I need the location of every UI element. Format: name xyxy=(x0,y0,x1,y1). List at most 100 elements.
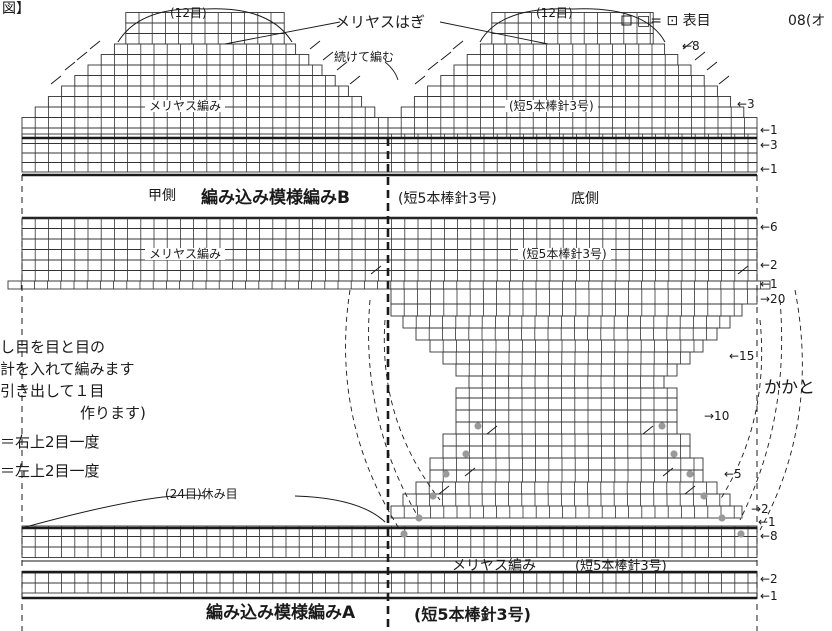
make-one-dot-6 xyxy=(429,492,437,500)
heel-row-2 xyxy=(402,315,731,329)
heel-row-8-cols xyxy=(468,388,668,398)
graft-leader-r xyxy=(439,21,549,45)
upper-band-2 xyxy=(21,152,758,163)
top-left-count: (12目) xyxy=(170,6,207,20)
heel-row-13-cols xyxy=(455,446,681,458)
upper-band-3-cols xyxy=(34,162,749,172)
middle-5 xyxy=(21,270,758,282)
toe-left-row-6 xyxy=(87,64,323,76)
dec-right-note: ＝右上2目一度 xyxy=(0,433,100,451)
band-a-1 xyxy=(21,582,758,594)
heel-row-6 xyxy=(455,363,678,377)
toe-left-row-8-cols xyxy=(127,44,287,55)
heel-row-18-cols xyxy=(403,506,735,518)
row-mark-1a: ←1 xyxy=(760,123,778,137)
decrease-mark-1 xyxy=(64,61,76,71)
make-one-dot-2 xyxy=(462,450,470,458)
toe-left-row-11-cols xyxy=(138,12,272,23)
decrease-mark-3 xyxy=(89,40,101,50)
decrease-mark-11 xyxy=(452,40,464,50)
band-a-0 xyxy=(21,572,758,584)
upper-band-2-cols xyxy=(34,153,749,163)
note-line-4: 作ります) xyxy=(80,404,146,422)
pattern-b-label: 編み込み模様編みB xyxy=(201,188,350,208)
heel-row-5-cols xyxy=(455,352,681,364)
toe-left-row-5 xyxy=(74,75,336,87)
middle-right-needle: (短5本棒針3号) xyxy=(518,248,611,260)
heel-row-2-cols xyxy=(415,316,721,328)
decrease-mark-15 xyxy=(682,40,694,50)
heel-row-18 xyxy=(390,505,743,519)
pattern-b-needle: (短5本棒針3号) xyxy=(398,191,497,207)
upper-band-3 xyxy=(21,162,758,173)
middle-1-cols xyxy=(34,228,749,239)
heel-label: かかと xyxy=(764,378,815,398)
toe-right-row-5-cols xyxy=(453,75,692,86)
bottom-0-cols xyxy=(34,526,749,537)
pattern-a-needle: (短5本棒針3号) xyxy=(414,605,531,624)
middle-4-cols xyxy=(34,260,749,271)
heel-row-8 xyxy=(455,387,678,399)
heel-row-9 xyxy=(455,397,678,411)
heel-row-7-cols xyxy=(481,376,655,388)
row-mark-20: →20 xyxy=(760,292,786,306)
make-one-dot-9 xyxy=(718,514,726,522)
top-left-arc-l xyxy=(117,8,206,43)
row-mark-2b: →2 xyxy=(751,502,769,516)
heel-row-3-cols xyxy=(428,328,707,340)
row-mark-1e: ←1 xyxy=(760,589,778,603)
middle-4 xyxy=(21,259,758,271)
toe-right-row-9 xyxy=(491,33,654,45)
decrease-mark-7 xyxy=(309,40,321,50)
heel-row-13 xyxy=(442,445,691,459)
heel-row-14 xyxy=(429,457,704,471)
toe-right-row-8-cols xyxy=(493,44,653,55)
bottom-1 xyxy=(21,536,758,548)
instep-label: 甲側 xyxy=(148,188,176,204)
bottom-2 xyxy=(21,546,758,558)
row-mark-1b: ←1 xyxy=(760,162,778,176)
heel-row-17 xyxy=(402,493,731,507)
rest-label: (24目)休み目 xyxy=(165,487,238,501)
heel-dashed-curve-2 xyxy=(383,319,441,501)
note-line-1: し目を目と目の xyxy=(0,338,106,356)
row-mark-1d: ←1 xyxy=(758,515,776,529)
row-mark-8: ←8 xyxy=(682,39,700,53)
toe-left-row-4 xyxy=(61,85,349,97)
decrease-mark-13 xyxy=(706,61,718,71)
heel-row-12-cols xyxy=(455,434,681,446)
row-mark-10: →10 xyxy=(704,409,730,423)
bottom-2-cols xyxy=(34,547,749,558)
top-left-pattern: メリヤス編み xyxy=(145,100,226,112)
heel-row-3 xyxy=(415,327,718,341)
toe-left-row-8 xyxy=(113,43,297,55)
toe-left-row-5-cols xyxy=(87,75,326,86)
make-one-dot-7 xyxy=(700,492,708,500)
toe-right-row-7-cols xyxy=(480,54,666,65)
toe-right-row-9-cols xyxy=(504,33,651,44)
heel-row-16-cols xyxy=(428,482,707,494)
middle-0 xyxy=(21,217,758,229)
heel-row-0-cols xyxy=(403,289,748,304)
decrease-mark-4 xyxy=(349,75,361,85)
make-one-dot-3 xyxy=(670,450,678,458)
toe-right-row-2-cols xyxy=(414,107,732,118)
heel-dashed-curve-3 xyxy=(759,289,803,531)
middle-3 xyxy=(21,249,758,261)
toe-left-row-6-cols xyxy=(100,65,313,76)
toe-right-row-1-cols xyxy=(400,117,745,128)
legend-yarn: 08(オ xyxy=(788,13,826,29)
toe-left-row-7 xyxy=(100,54,310,66)
note-line-2: 計を入れて編みます xyxy=(0,360,135,378)
decrease-mark-12 xyxy=(718,75,730,85)
make-one-dot-0 xyxy=(474,422,482,430)
toe-left-row-1-cols xyxy=(34,117,379,128)
decrease-mark-10 xyxy=(440,51,452,61)
heel-dashed-curve-1 xyxy=(368,299,421,521)
dec-left-note: ＝左上2目一度 xyxy=(0,462,100,480)
band-a-1-cols xyxy=(34,583,749,593)
bottom-pattern: メリヤス編み xyxy=(452,558,536,574)
row-mark-3a: ←3 xyxy=(737,97,755,111)
continue-leader xyxy=(384,61,399,81)
decrease-mark-22 xyxy=(438,485,450,495)
